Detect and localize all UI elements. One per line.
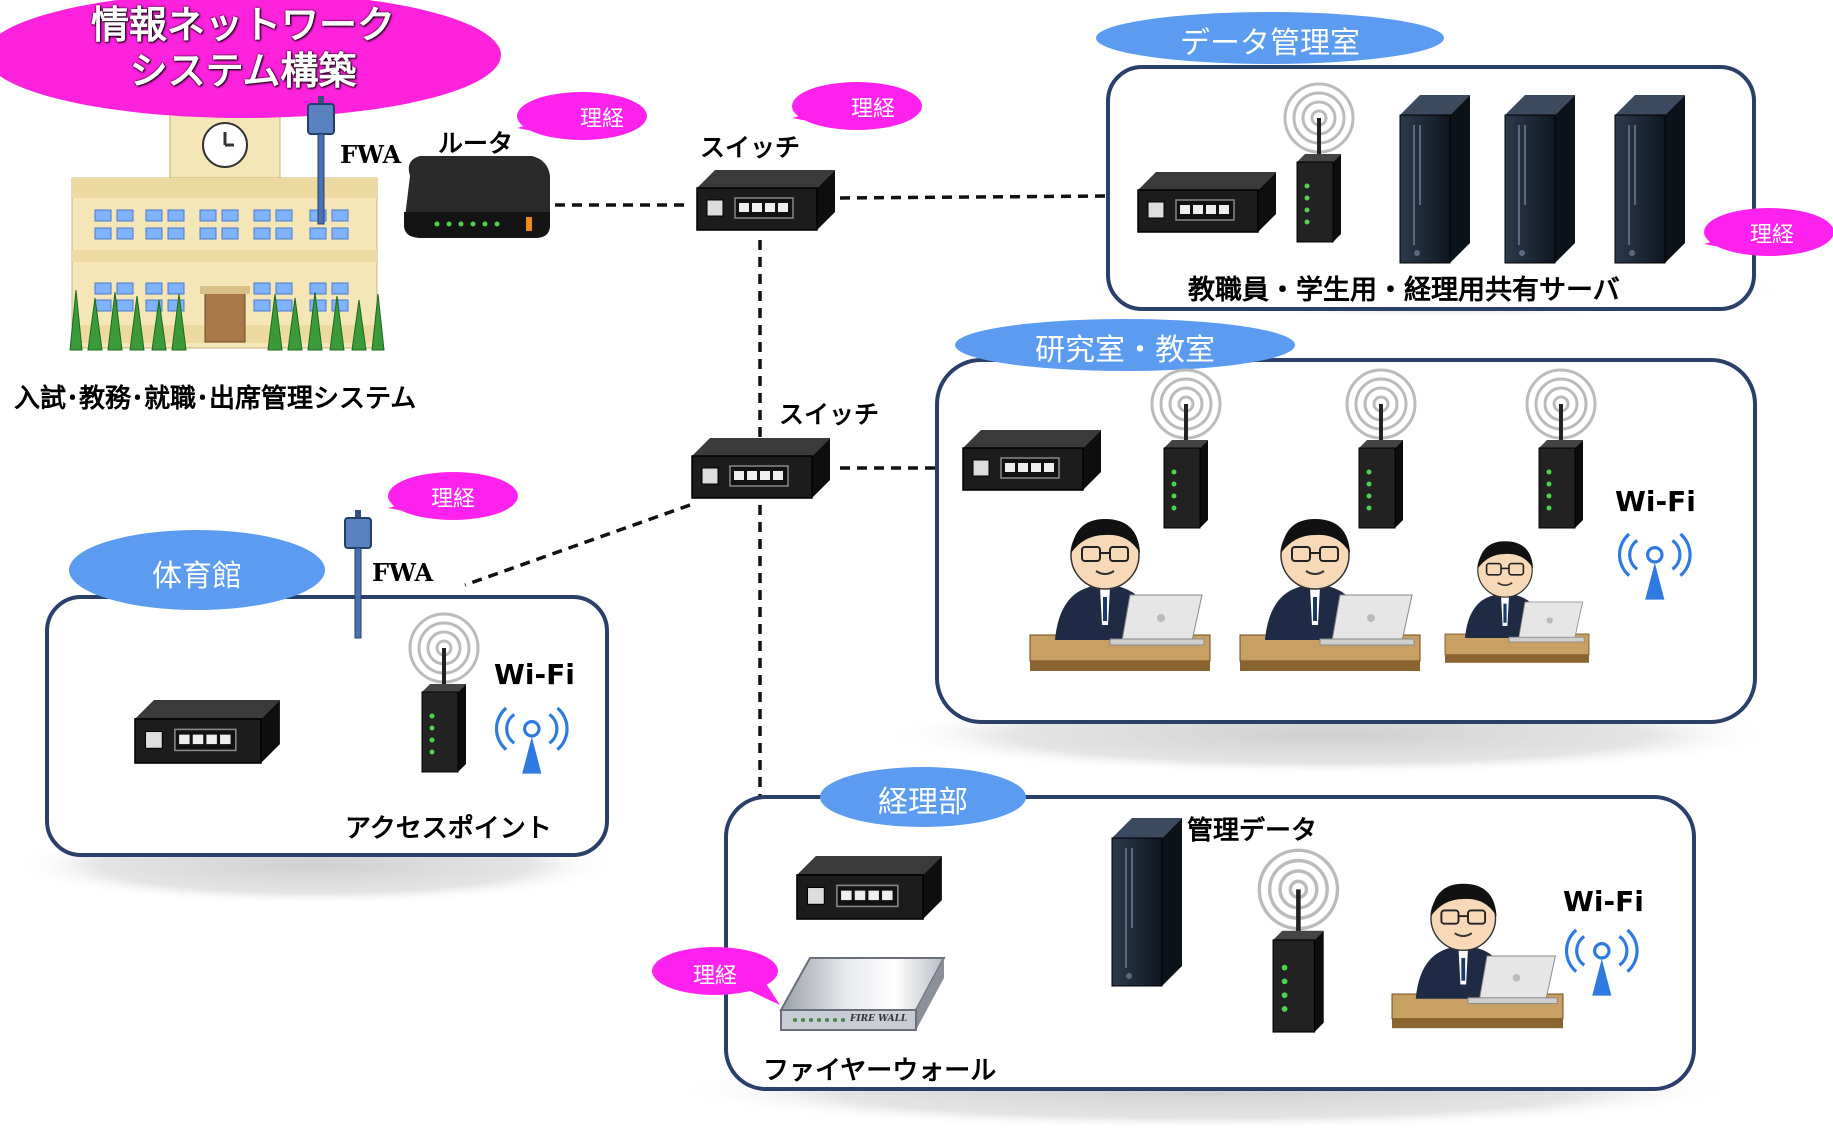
- router-icon: [404, 156, 550, 238]
- page-title-line-2: システム構築: [129, 49, 357, 93]
- server-badge-text: 理経: [1749, 223, 1794, 248]
- lab-room-title: 研究室・教室: [1035, 333, 1215, 368]
- access-point-label: アクセスポイント: [345, 814, 552, 844]
- school-building-illustration: [69, 98, 385, 351]
- lab-room-title-pill: [955, 319, 1295, 371]
- title-ellipse: [0, 0, 501, 118]
- page-title: 情報ネットワーク システム構築: [0, 2, 486, 94]
- servers-label: 教職員・学生用・経理用共有サーバ: [1188, 275, 1620, 306]
- school-systems-label: 入試･教務･就職･出席管理システム: [14, 384, 417, 414]
- gym-title: 体育館: [152, 559, 242, 594]
- router-label: ルータ: [438, 129, 514, 158]
- firewall-label: ファイヤーウォール: [763, 1056, 997, 1086]
- top-switch-label: スイッチ: [700, 133, 801, 162]
- server-3-icon: [1614, 94, 1686, 264]
- top-switch-icon: [696, 169, 836, 231]
- accounting-wifi-label: Wi-Fi: [1563, 885, 1644, 918]
- gym-wifi-label: Wi-Fi: [494, 658, 575, 691]
- lab-switch-icon: [962, 429, 1102, 491]
- management-data-label: 管理データ: [1187, 816, 1318, 846]
- accounting-title-pill: [820, 767, 1026, 827]
- middle-switch-icon: [691, 437, 831, 499]
- server-2-icon: [1504, 94, 1576, 264]
- gym-fwa-badge-text: 理経: [430, 487, 475, 512]
- firewall-badge-text: 理経: [692, 964, 737, 989]
- lab-wifi-label: Wi-Fi: [1615, 485, 1696, 518]
- firewall-badge: [652, 947, 780, 1005]
- school-fwa-label: FWA: [340, 140, 402, 169]
- management-data-server-icon: [1111, 817, 1183, 987]
- router-badge-text: 理経: [579, 107, 624, 132]
- firewall-device-text: FIRE WALL: [850, 1014, 908, 1024]
- accounting-switch-icon: [796, 855, 943, 920]
- middle-switch-label: スイッチ: [779, 400, 880, 429]
- data-room-title: データ管理室: [1180, 26, 1360, 61]
- gym-box: [45, 595, 609, 857]
- data-room-switch-icon: [1137, 171, 1277, 233]
- data-room-title-pill: [1096, 12, 1444, 64]
- accounting-title: 経理部: [878, 785, 968, 820]
- firewall-icon: [779, 957, 946, 1031]
- page-title-line-1: 情報ネットワーク: [90, 3, 395, 47]
- gym-fwa-label: FWA: [372, 558, 434, 587]
- server-1-icon: [1399, 94, 1471, 264]
- gym-title-pill: [69, 530, 325, 610]
- gym-switch-icon: [134, 699, 281, 764]
- switch-badge-text: 理経: [850, 97, 895, 122]
